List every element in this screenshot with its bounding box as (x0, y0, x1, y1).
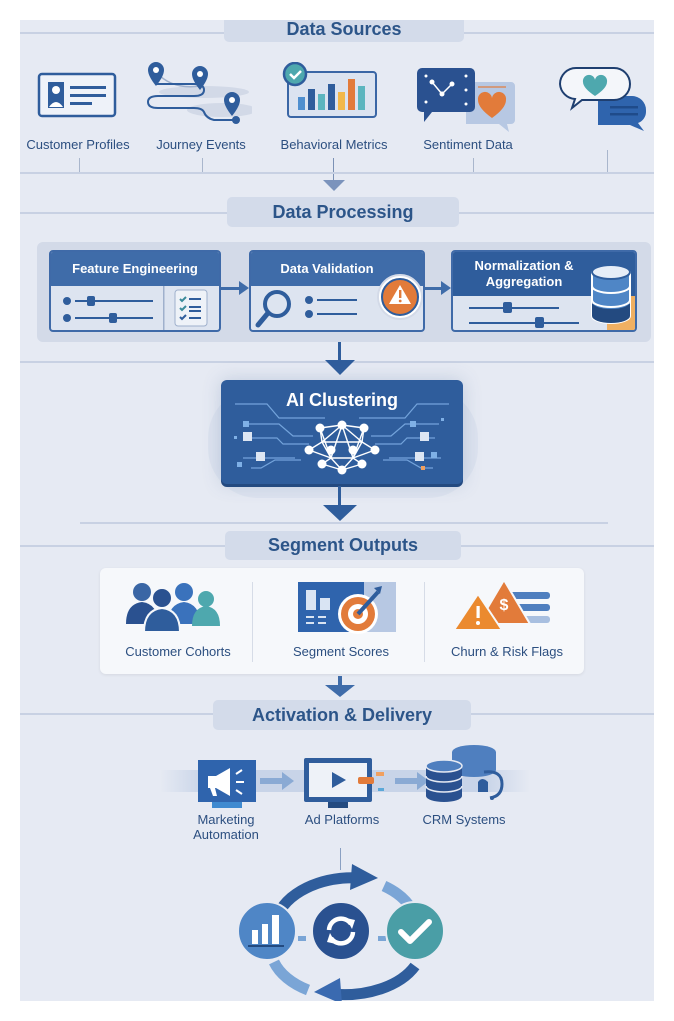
source-label-customer-profiles: Customer Profiles (26, 137, 130, 152)
bar-chart-icon (237, 901, 297, 961)
section-header-data-processing: Data Processing (227, 197, 459, 227)
source-label-behavioral-metrics: Behavioral Metrics (280, 137, 388, 152)
connector-tick (607, 150, 608, 173)
ai-clustering-title: AI Clustering (285, 390, 398, 410)
section-header-segment-outputs: Segment Outputs (225, 531, 461, 560)
arrow-down-icon (323, 505, 357, 521)
arrow-right-icon (395, 772, 429, 790)
label-line: Automation (193, 827, 259, 842)
connector-tick (202, 158, 203, 173)
connector-tick (79, 158, 80, 173)
chat-chart-heart-icon (417, 68, 515, 132)
id-card-icon (37, 72, 117, 118)
database-headset-icon (425, 745, 504, 802)
activation-label-marketing-automation: Marketing Automation (176, 812, 276, 842)
connector-line (340, 848, 341, 870)
route-map-pins-icon (146, 62, 252, 124)
activation-label-crm-systems: CRM Systems (422, 812, 506, 827)
label-line: Marketing (197, 812, 255, 827)
separator (424, 582, 425, 662)
process-step-normalization-aggregation: Normalization & Aggregation (451, 250, 637, 332)
warning-icon (377, 274, 423, 320)
divider-line (80, 522, 608, 524)
segment-outputs-card: Customer Cohorts Segment Scores $ C (100, 568, 584, 674)
arrow-down-icon (325, 360, 355, 375)
process-step-feature-engineering: Feature Engineering (49, 250, 221, 332)
connector-line (338, 486, 341, 506)
connector-tick (473, 158, 474, 173)
section-header-data-sources: Data Sources (224, 20, 464, 42)
divider-line (20, 172, 654, 174)
people-group-icon (126, 583, 220, 633)
connector-line (338, 342, 341, 362)
section-header-activation-delivery: Activation & Delivery (213, 700, 471, 730)
refresh-icon (311, 901, 371, 961)
output-label-customer-cohorts: Customer Cohorts (125, 644, 231, 659)
arrow-down-icon (325, 676, 355, 697)
database-icon (591, 264, 631, 324)
ai-clustering-box: AI Clustering (221, 380, 463, 484)
arrow-right-icon (260, 772, 294, 790)
checkmark-icon (385, 901, 445, 961)
source-label-journey-events: Journey Events (156, 137, 246, 152)
sliders-icon (469, 302, 579, 328)
svg-text:$: $ (500, 597, 509, 614)
warning-dollar-icon: $ (452, 578, 550, 631)
arrow-right-icon (425, 281, 451, 295)
step-title-line: Normalization & (474, 258, 574, 273)
bar-chart-check-icon (282, 62, 377, 118)
output-label-segment-scores: Segment Scores (292, 644, 390, 659)
chat-bubbles-heart-icon (558, 67, 646, 131)
arrow-down-icon (323, 180, 345, 191)
diagram-panel: Data Sources (20, 20, 654, 1001)
sliders-checklist-icon (63, 286, 208, 330)
output-label-churn-risk-flags: Churn & Risk Flags (451, 644, 563, 659)
source-label-sentiment-data: Sentiment Data (423, 137, 513, 152)
video-monitor-icon (304, 758, 384, 808)
arrow-right-icon (221, 281, 249, 295)
separator (252, 582, 253, 662)
step-title-line: Aggregation (485, 274, 563, 289)
connector-tick (333, 158, 334, 182)
magnifier-icon (255, 290, 357, 328)
step-title: Feature Engineering (51, 252, 219, 286)
target-scoreboard-icon (298, 582, 396, 634)
neural-network-icon (234, 403, 449, 475)
activation-label-ad-platforms: Ad Platforms (304, 812, 380, 827)
megaphone-icon (198, 760, 256, 808)
